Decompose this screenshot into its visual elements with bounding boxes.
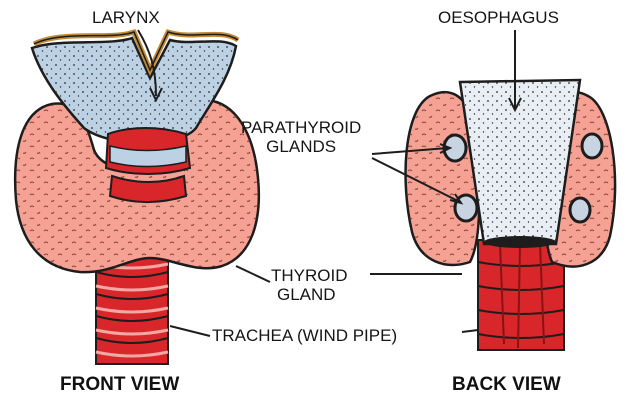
thyroid-label-line1: THYROID [271, 266, 348, 285]
thyroid-label: THYROID GLAND [271, 266, 348, 304]
trachea-label: TRACHEA (WIND PIPE) [212, 326, 397, 345]
trachea-pointer-left [170, 326, 210, 336]
parathyroid-label-line2: GLANDS [241, 137, 361, 156]
thyroid-label-line2: GLAND [271, 285, 348, 304]
oesophagus-label: OESOPHAGUS [438, 8, 559, 27]
larynx-label: LARYNX [92, 8, 160, 27]
front-view-illustration [15, 32, 259, 364]
front-view-caption: FRONT VIEW [60, 374, 179, 396]
parathyroid-label: PARATHYROID GLANDS [241, 118, 361, 156]
thyroid-pointer-left [236, 266, 270, 282]
back-view-illustration [406, 80, 616, 350]
trachea-pointer-right [462, 330, 478, 332]
back-view-caption: BACK VIEW [452, 374, 561, 396]
parathyroid-label-line1: PARATHYROID [241, 118, 361, 137]
